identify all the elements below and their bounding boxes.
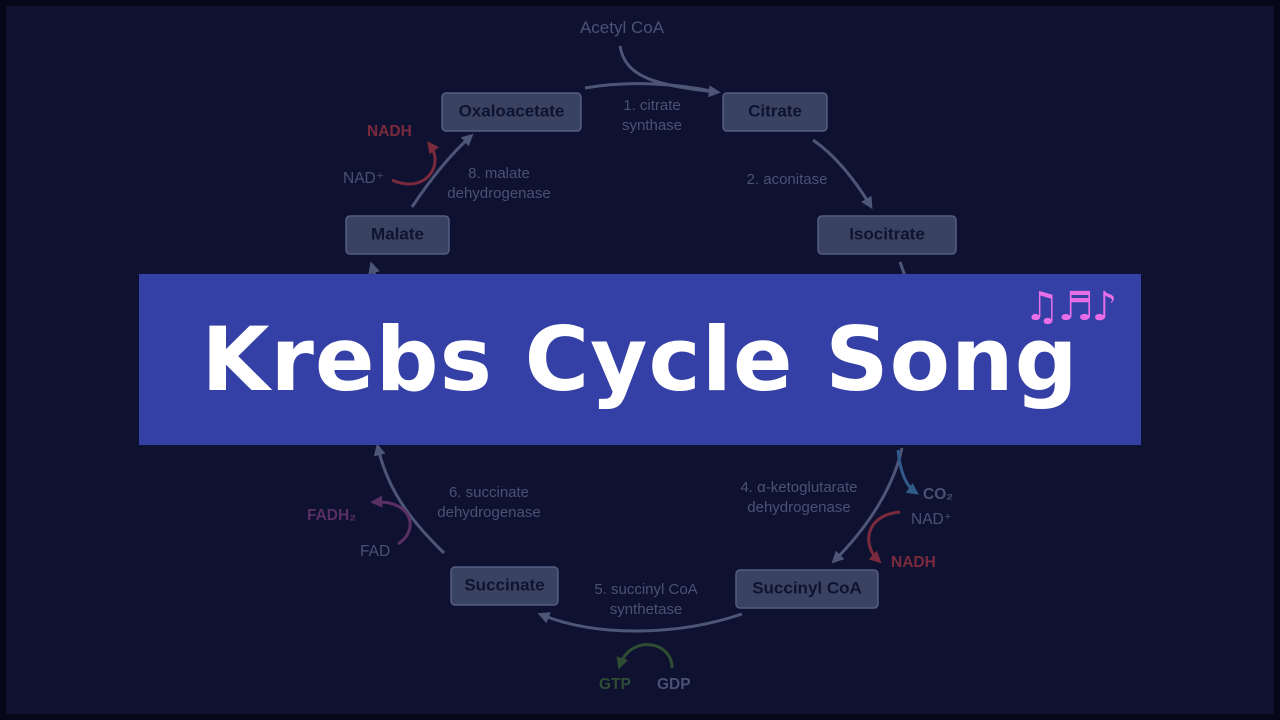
arrow-citrate-isocitrate [812, 138, 873, 210]
label-enzyme-6-line1: 6. succinate [449, 484, 529, 501]
svg-text:Succinate: Succinate [464, 575, 544, 594]
label-nad-right: NAD⁺ [911, 511, 952, 528]
svg-text:Citrate: Citrate [748, 101, 802, 120]
label-enzyme-5-line1: 5. succinyl CoA [594, 581, 697, 598]
arrow-co2 [896, 449, 919, 495]
label-gtp: GTP [599, 676, 631, 693]
node-malate: Malate [345, 215, 450, 255]
title-banner: Krebs Cycle Song [139, 274, 1141, 445]
node-succinate: Succinate [450, 566, 559, 606]
label-nadh-top: NADH [367, 123, 412, 140]
label-enzyme-2: 2. aconitase [747, 171, 828, 188]
svg-text:Succinyl CoA: Succinyl CoA [752, 578, 862, 597]
svg-text:Malate: Malate [371, 224, 424, 243]
label-fadh2: FADH₂ [307, 507, 356, 524]
frame-right [1274, 0, 1280, 720]
music-notes-icon: ♫♬♪ [1024, 284, 1117, 330]
arrow-succinylcoa-succinate [537, 612, 743, 633]
label-enzyme-8-line2: dehydrogenase [447, 185, 550, 202]
node-citrate: Citrate [722, 92, 828, 132]
label-enzyme-4-line1: 4. α-ketoglutarate [740, 479, 857, 496]
label-gdp: GDP [657, 676, 691, 693]
arrow-isocitrate-down [898, 261, 907, 277]
label-nad-top: NAD⁺ [343, 170, 384, 187]
label-co2: CO₂ [923, 486, 953, 503]
label-enzyme-1-line1: 1. citrate [623, 97, 681, 114]
arrow-nad-nadh-right [867, 510, 901, 564]
svg-text:Isocitrate: Isocitrate [849, 224, 925, 243]
svg-text:Oxaloacetate: Oxaloacetate [459, 101, 565, 120]
label-enzyme-1-line2: synthase [622, 117, 682, 134]
node-oxaloacetate: Oxaloacetate [441, 92, 582, 132]
arrow-gdp-gtp [616, 643, 674, 670]
label-enzyme-6-line2: dehydrogenase [437, 504, 540, 521]
arrow-fad-fadh2 [370, 495, 412, 546]
title-text: Krebs Cycle Song [201, 308, 1079, 411]
arrow-succinate-fumarate [373, 443, 446, 555]
node-succinyl-coa: Succinyl CoA [735, 569, 879, 609]
label-enzyme-4-line2: dehydrogenase [747, 499, 850, 516]
label-enzyme-5-line2: synthetase [610, 601, 683, 618]
arrow-malate-oxalo [410, 133, 474, 208]
label-enzyme-8-line1: 8. malate [468, 165, 530, 182]
node-isocitrate: Isocitrate [817, 215, 957, 255]
arrow-nad-nadh-top [391, 141, 440, 186]
frame-left [0, 0, 6, 720]
label-nadh-right: NADH [891, 554, 936, 571]
arrow-oxalo-citrate [584, 82, 717, 94]
label-acetyl-coa: Acetyl CoA [580, 18, 665, 37]
label-fad: FAD [360, 543, 390, 560]
